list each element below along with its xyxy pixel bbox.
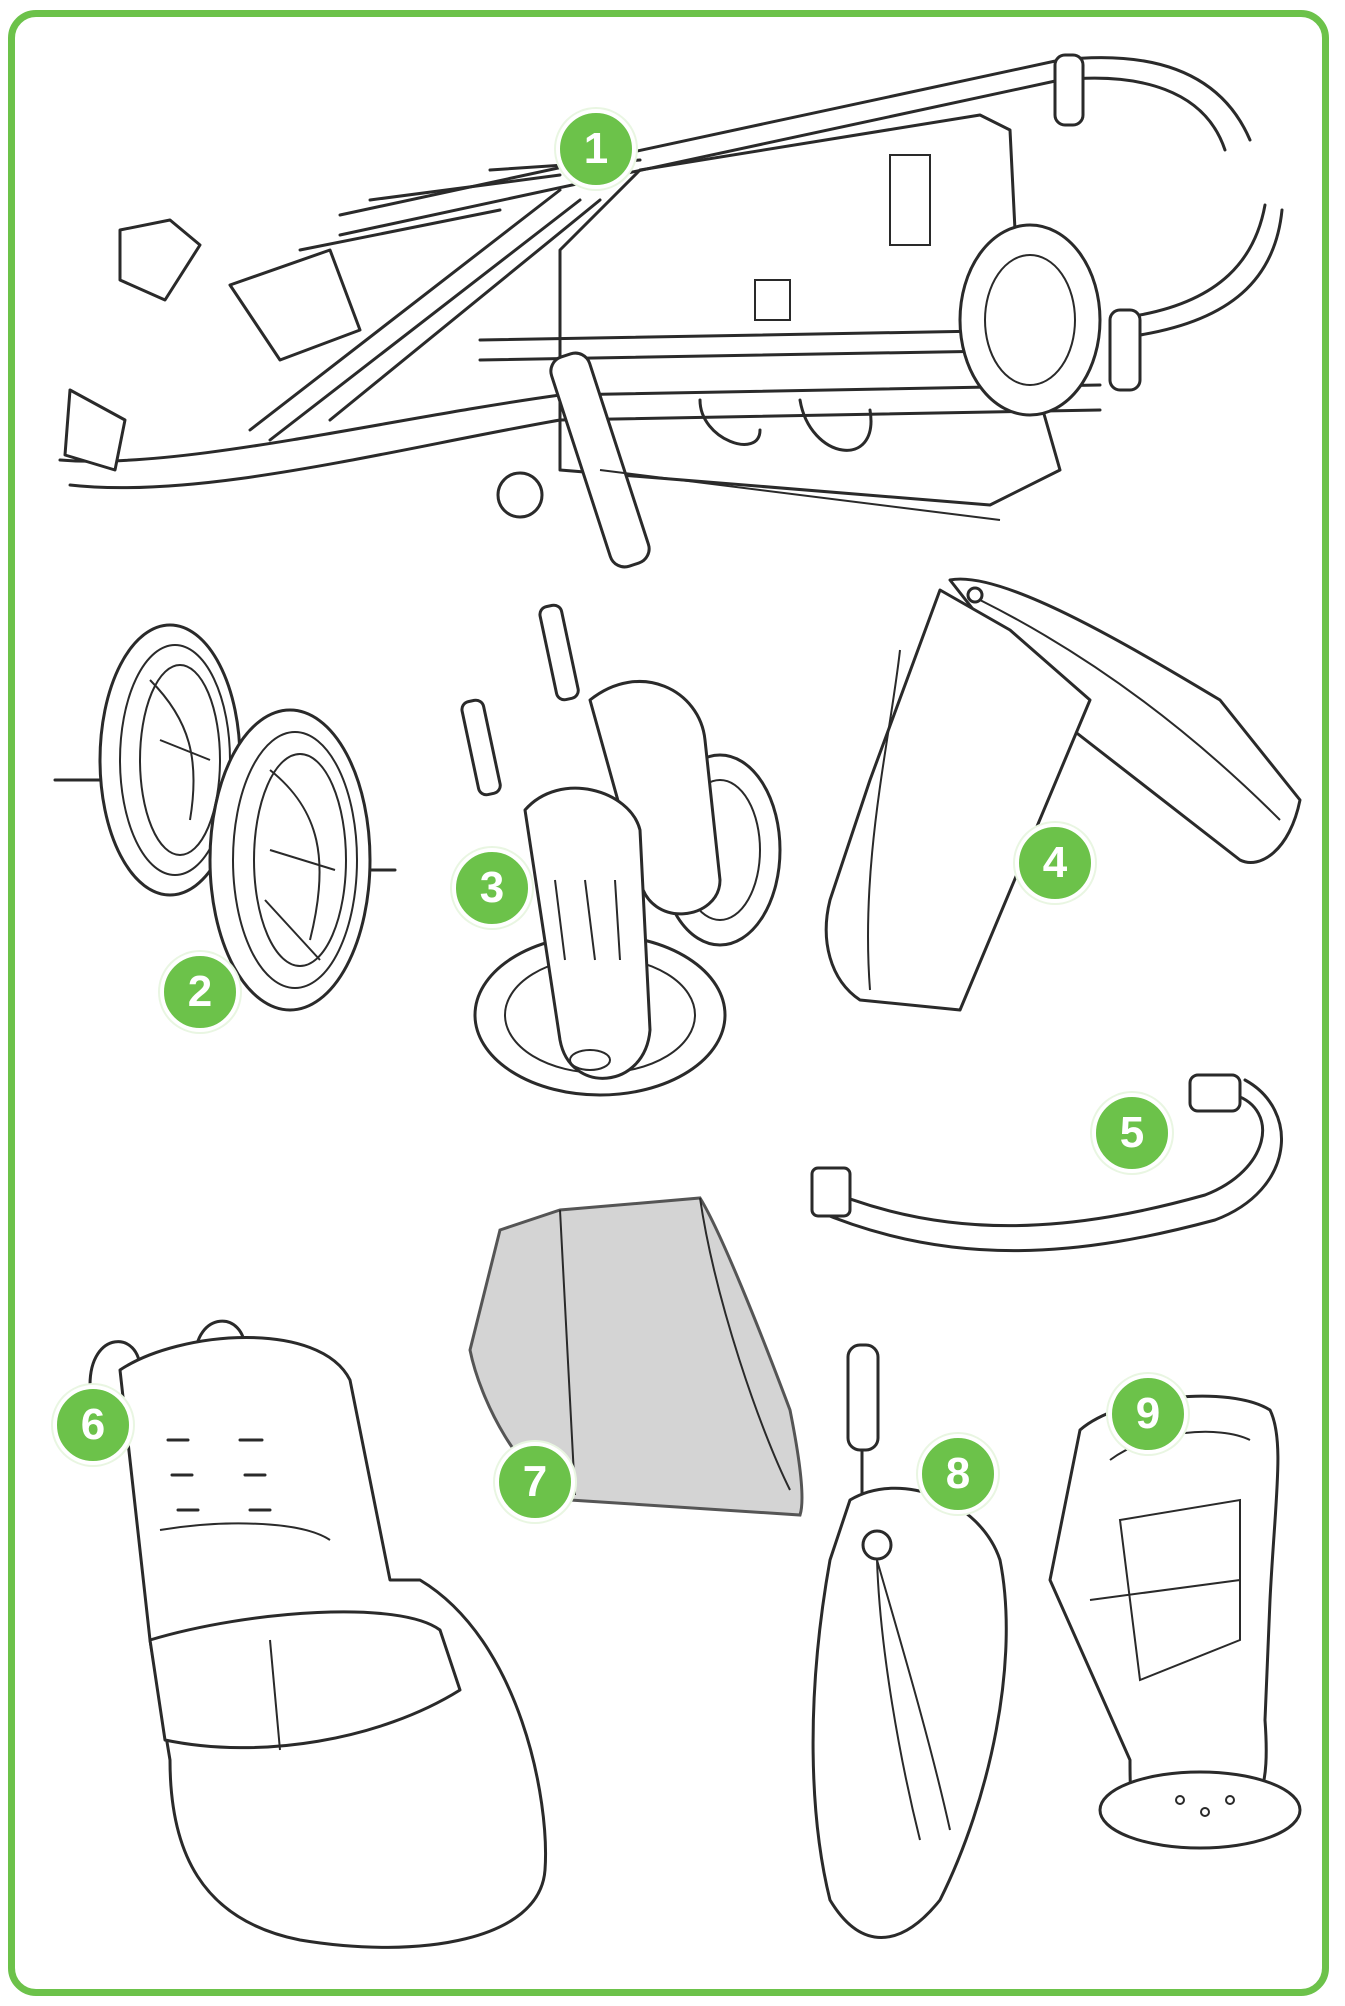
seat-liner-drawing [88,1319,547,1949]
callout-badge-5: 5 [1092,1093,1172,1173]
callout-badge-6: 6 [53,1385,133,1465]
front-swivel-wheels-drawing [460,603,782,1097]
stroller-frame-drawing [58,53,1284,569]
rear-wheels-drawing [53,623,397,1012]
callout-badge-8: 8 [918,1434,998,1514]
canopy-drawing [824,577,1302,1012]
rain-cover-drawing [468,1196,804,1517]
drawstring-bag-drawing [811,1343,1008,1939]
callout-badge-4: 4 [1015,823,1095,903]
callout-badge-1: 1 [556,109,636,189]
callout-badge-3: 3 [452,848,532,928]
bumper-bar-drawing [810,1073,1283,1253]
callout-badge-7: 7 [495,1442,575,1522]
cup-holder-drawing [1048,1394,1302,1850]
callout-badge-9: 9 [1108,1374,1188,1454]
callout-badge-2: 2 [160,952,240,1032]
